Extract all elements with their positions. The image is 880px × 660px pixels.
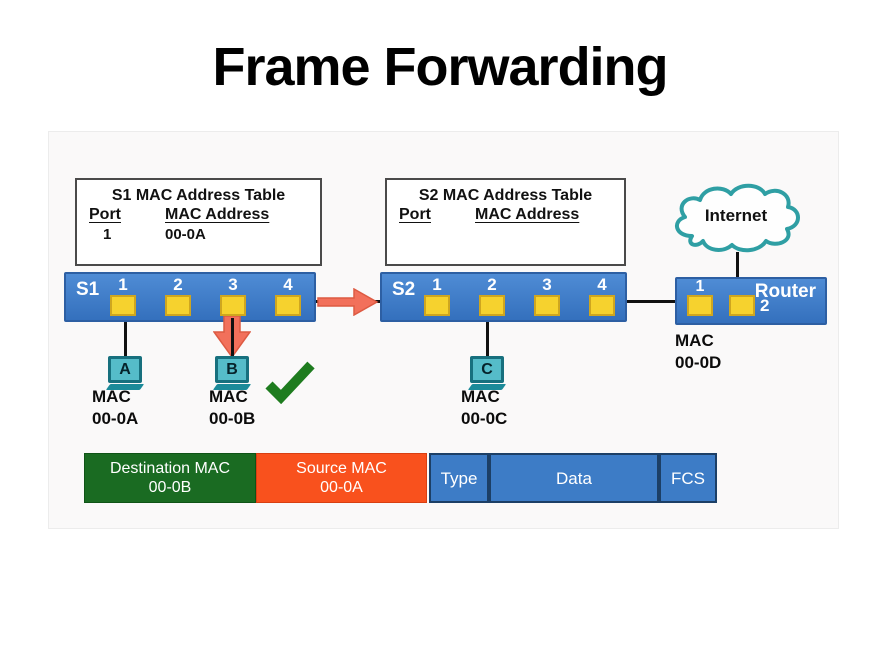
host-a-letter: A [119, 360, 131, 378]
link-s1p3-hostB [231, 318, 234, 358]
s1-ports: 1 2 3 4 [108, 276, 303, 316]
router-port-2: 2 [729, 294, 769, 316]
s2-port-1-number: 1 [432, 275, 442, 294]
s2-port-1-icon [424, 295, 450, 316]
frame-field-data: Data [489, 453, 659, 503]
frame-field-fcs: FCS [659, 453, 717, 503]
frame-field-destination-mac: Destination MAC 00-0B [84, 453, 256, 503]
s1-port-3-number: 3 [228, 275, 238, 294]
link-cloud-router [736, 252, 739, 297]
switch-s1-label: S1 [76, 279, 100, 300]
frame-type-label: Type [440, 468, 478, 488]
link-s1p1-hostA [124, 318, 127, 358]
host-b-mac-line2: 00-0B [209, 409, 256, 428]
s2-port-3: 3 [532, 276, 562, 316]
router-port-2-icon [729, 295, 755, 316]
host-c-mac-label: MAC 00-0C [461, 386, 507, 430]
s2-port-4-number: 4 [597, 275, 607, 294]
host-c-mac-line2: 00-0C [461, 409, 508, 428]
ethernet-frame: Destination MAC 00-0B Source MAC 00-0A T… [84, 453, 717, 503]
frame-field-type: Type [429, 453, 489, 503]
frame-fcs-label: FCS [671, 468, 705, 488]
internet-label: Internet [704, 206, 768, 225]
s1-mac-table-header: Port MAC Address [77, 206, 320, 224]
s2-port-2-number: 2 [487, 275, 497, 294]
host-b-pc-icon: B [215, 356, 249, 383]
s2-ports: 1 2 3 4 [422, 276, 617, 316]
switch-s1: S1 1 2 3 4 [64, 272, 316, 322]
router-port-1-number: 1 [695, 278, 705, 295]
s2-port-4-icon [589, 295, 615, 316]
s2-mac-table-title: S2 MAC Address Table [418, 187, 593, 204]
s1-row-mac: 00-0A [165, 226, 206, 243]
switch-s2: S2 1 2 3 4 [380, 272, 627, 322]
host-b-mac-label: MAC 00-0B [209, 386, 255, 430]
s2-port-1: 1 [422, 276, 452, 316]
host-c-pc-icon: C [470, 356, 504, 383]
router-mac-line1: MAC [675, 331, 714, 350]
frame-data-label: Data [556, 468, 592, 488]
router-mac-line2: 00-0D [675, 353, 722, 372]
s2-port-2-icon [479, 295, 505, 316]
s1-col-mac: MAC Address [165, 206, 270, 223]
s1-port-1-icon [110, 295, 136, 316]
s2-mac-table: S2 MAC Address Table Port MAC Address [385, 178, 626, 266]
router: Router 1 2 [675, 277, 827, 325]
host-b: B [210, 356, 254, 390]
s1-port-3-icon [220, 295, 246, 316]
s1-port-1: 1 [108, 276, 138, 316]
s1-col-port: Port [89, 206, 121, 223]
frame-src-value: 00-0A [320, 479, 363, 496]
page-title: Frame Forwarding [212, 37, 668, 97]
s1-port-2-icon [165, 295, 191, 316]
s2-port-3-icon [534, 295, 560, 316]
internet-cloud-icon [668, 182, 804, 258]
s2-col-port: Port [399, 206, 431, 223]
host-a: A [103, 356, 147, 390]
host-a-pc-icon: A [108, 356, 142, 383]
router-port-1: 1 [685, 279, 715, 316]
host-a-mac-line1: MAC [92, 387, 131, 406]
forward-arrow-icon [317, 288, 379, 316]
link-s2p2-hostC [486, 318, 489, 358]
s1-port-2: 2 [163, 276, 193, 316]
s2-mac-table-header: Port MAC Address [387, 206, 624, 224]
s1-port-4-number: 4 [283, 275, 293, 294]
host-c-mac-line1: MAC [461, 387, 500, 406]
s2-port-3-number: 3 [542, 275, 552, 294]
s1-port-1-number: 1 [118, 275, 128, 294]
host-b-mac-line1: MAC [209, 387, 248, 406]
host-a-mac-label: MAC 00-0A [92, 386, 138, 430]
host-b-letter: B [226, 360, 238, 378]
host-a-mac-line2: 00-0A [92, 409, 139, 428]
s1-port-4: 4 [273, 276, 303, 316]
frame-field-source-mac: Source MAC 00-0A [256, 453, 427, 503]
s2-port-4: 4 [587, 276, 617, 316]
host-c-letter: C [481, 360, 493, 378]
router-port-2-number: 2 [760, 295, 770, 315]
checkmark-icon [265, 361, 315, 404]
router-port-1-icon [687, 295, 713, 316]
s1-mac-table: S1 MAC Address Table Port MAC Address 1 … [75, 178, 322, 266]
frame-dest-value: 00-0B [148, 479, 192, 496]
router-mac-label: MAC 00-0D [675, 330, 721, 374]
s1-port-3: 3 [218, 276, 248, 316]
host-c: C [465, 356, 509, 390]
s1-port-4-icon [275, 295, 301, 316]
s1-row-port: 1 [103, 226, 112, 243]
frame-dest-label: Destination MAC [109, 460, 231, 477]
s1-table-row: 1 00-0A [77, 226, 320, 243]
switch-s2-label: S2 [392, 279, 416, 300]
s2-col-mac: MAC Address [475, 206, 580, 223]
router-label: Router [754, 281, 816, 302]
s1-port-2-number: 2 [173, 275, 183, 294]
s1-mac-table-title: S1 MAC Address Table [111, 187, 286, 204]
frame-src-label: Source MAC [296, 460, 387, 477]
s2-port-2: 2 [477, 276, 507, 316]
link-s2-router [610, 300, 690, 303]
